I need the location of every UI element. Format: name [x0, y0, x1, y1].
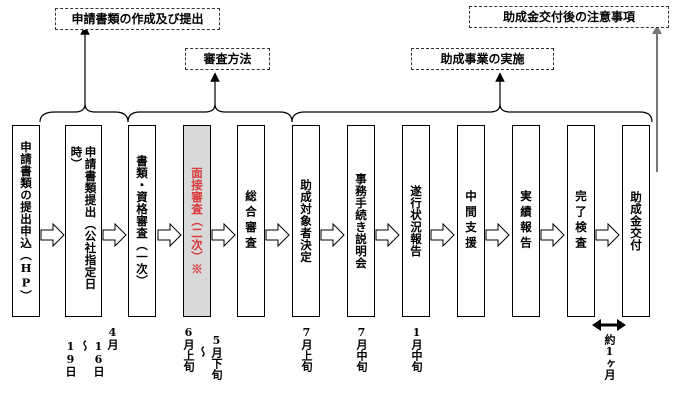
step-box-3: 書類・資格審査（一次） [128, 125, 156, 317]
flow-arrow-3 [157, 222, 182, 248]
date-step-2: 4月 16日 〜 19日 [64, 326, 119, 377]
flow-arrow-11 [595, 222, 620, 248]
duration-arrow-right-head [617, 319, 626, 331]
flow-arrow-10 [540, 222, 565, 248]
duration-arrow-left-head [592, 319, 601, 331]
step-box-7: 事務手続き説明会 [347, 125, 375, 317]
step-label-11: 完了検査 [574, 190, 588, 252]
date-step-8-text: 1月中旬 [410, 326, 423, 372]
step-box-1: 申請書類の提出申込（HP） [12, 125, 40, 317]
flow-arrow-4 [211, 222, 236, 248]
step-box-8: 遂行状況報告 [402, 125, 430, 317]
date-step-6: 7月上旬 [300, 326, 313, 372]
flow-arrow-2 [102, 222, 127, 248]
step-label-3: 書類・資格審査（一次） [135, 155, 149, 287]
step-box-10: 実績報告 [512, 125, 540, 317]
flow-arrow-8 [430, 222, 455, 248]
date-duration: 約1ヶ月 [603, 334, 616, 380]
date-step-4-sep: 〜 [196, 346, 209, 357]
step-label-4: 面接審査（二次）※ [190, 167, 204, 275]
flow-arrow-7 [375, 222, 400, 248]
step-box-6: 助成対象者決定 [292, 125, 320, 317]
date-step-4: 5月下旬 〜 6月上旬 [182, 326, 223, 380]
step-label-10: 実績報告 [519, 190, 533, 252]
step-label-1: 申請書類の提出申込（HP） [19, 140, 33, 302]
phase-label-3: 助成事業の実施 [411, 48, 554, 70]
arrow-to-phase-4-head [652, 25, 662, 34]
step-label-7: 事務手続き説明会 [354, 173, 368, 269]
date-step-2-from: 16日 [92, 340, 105, 377]
brace-group-2 [127, 103, 293, 123]
date-step-8: 1月中旬 [410, 326, 423, 372]
date-step-2-sep: 〜 [78, 340, 91, 351]
date-step-4-a: 5月下旬 [210, 334, 223, 380]
step-box-2: 申請書類提出（公社指定日時） [65, 125, 102, 317]
step-label-5: 総合審査 [244, 190, 258, 252]
date-duration-text: 約1ヶ月 [603, 334, 616, 380]
step-label-9: 中間支援 [464, 190, 478, 252]
step-label-8: 遂行状況報告 [409, 185, 423, 257]
step-label-12: 助成金交付 [629, 191, 643, 251]
step-box-9: 中間支援 [457, 125, 485, 317]
phase-label-1: 申請書類の作成及び提出 [55, 8, 220, 30]
flow-arrow-1 [40, 222, 65, 248]
step-box-4: 面接審査（二次）※ [183, 125, 211, 317]
date-step-7-text: 7月中旬 [355, 326, 368, 372]
date-step-4-b: 6月上旬 [182, 326, 195, 372]
flow-arrow-5 [265, 222, 290, 248]
phase-label-2: 審査方法 [185, 48, 270, 70]
phase-label-4: 助成金交付後の注意事項 [469, 6, 669, 28]
date-step-6-text: 7月上旬 [300, 326, 313, 372]
step-box-12: 助成金交付 [622, 125, 650, 317]
date-step-2-month: 4月 [106, 326, 119, 350]
flow-arrow-6 [320, 222, 345, 248]
flow-arrow-9 [485, 222, 510, 248]
step-box-11: 完了検査 [567, 125, 595, 317]
brace-group-3 [291, 103, 653, 123]
brace-group-1 [39, 103, 129, 123]
date-step-2-to: 19日 [64, 340, 77, 377]
step-box-5: 総合審査 [237, 125, 265, 317]
step-label-2: 申請書類提出（公社指定日時） [69, 146, 98, 290]
date-step-7: 7月中旬 [355, 326, 368, 372]
step-label-6: 助成対象者決定 [299, 179, 313, 263]
